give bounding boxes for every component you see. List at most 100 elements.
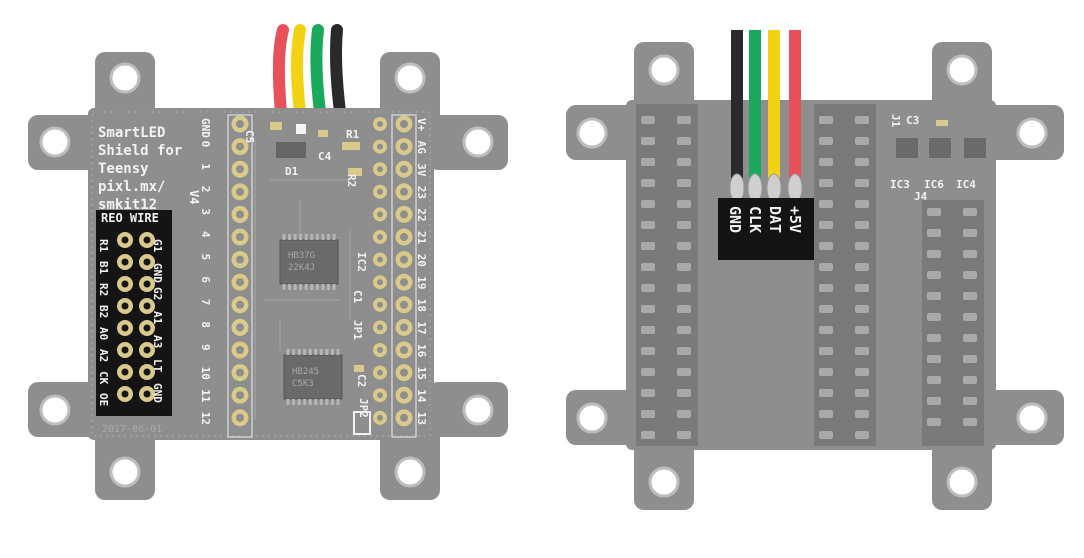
header-pin-pad <box>641 263 655 271</box>
teensy-pin-label: 9 <box>199 344 212 351</box>
header-pin-pad <box>855 137 869 145</box>
teensy-pin-label: 16 <box>415 344 428 358</box>
header-pin-pad <box>819 410 833 418</box>
label-j1: J1 <box>889 114 902 128</box>
header-pin-pad <box>819 263 833 271</box>
teensy-pin-label: 23 <box>415 186 428 199</box>
teensy-pin-label: 8 <box>199 321 212 328</box>
wire-pin-label-left: OE <box>97 393 110 406</box>
wire-pin-label-right: G1 <box>151 239 164 253</box>
teensy-pin-label: 6 <box>199 276 212 283</box>
header-pin-pad <box>963 334 977 342</box>
header-pin-pad <box>855 410 869 418</box>
wire-pin-label-right: A1 <box>151 311 164 325</box>
header-pin-pad <box>819 347 833 355</box>
header-pin-pad <box>819 431 833 439</box>
title-line-4: pixl.mx/ <box>98 179 165 195</box>
teensy-pin-label: 10 <box>199 367 212 380</box>
header-pin-pad <box>641 347 655 355</box>
header-pin-pad <box>677 305 691 313</box>
header-pin-pad <box>641 221 655 229</box>
teensy-header-left <box>231 115 249 427</box>
header-pin-pad <box>819 389 833 397</box>
header-pin-pad <box>677 242 691 250</box>
wire-pin-label-left: R2 <box>97 283 110 296</box>
header-pin-pad <box>927 355 941 363</box>
wire-pin-label-left: B1 <box>97 261 110 275</box>
version-label: V4 <box>187 190 201 204</box>
title-line-1: SmartLED <box>98 125 165 141</box>
wire-pin-label-right: A3 <box>151 335 164 348</box>
wire-label: DAT <box>766 206 784 233</box>
teensy-pin-label: 11 <box>199 389 212 403</box>
teensy-pin-label: 12 <box>199 412 212 425</box>
header-pin-pad <box>641 326 655 334</box>
header-pin-pad <box>641 389 655 397</box>
header-pin-pad <box>641 137 655 145</box>
teensy-pin-label: 1 <box>199 163 212 170</box>
header-pin-pad <box>641 305 655 313</box>
wire-label: CLK <box>746 206 764 233</box>
label-header: REO WIRE <box>101 211 159 225</box>
header-pin-pad <box>963 418 977 426</box>
header-pin-pad <box>677 326 691 334</box>
teensy-pin-label: 22 <box>415 208 428 221</box>
wire-pin-label-left: CK <box>97 371 110 385</box>
header-pin-pad <box>963 376 977 384</box>
right-ics <box>896 120 986 158</box>
wire-label-block <box>96 210 172 416</box>
date-code: 2017-06-01 <box>102 424 162 435</box>
wire-pin-label-right: G2 <box>151 287 164 300</box>
ic2-chip: HB37G 22K4J <box>279 234 339 290</box>
teensy-pin-label: AG <box>415 141 428 155</box>
label-c5: C5 <box>243 130 256 143</box>
header-pin-pad <box>963 250 977 258</box>
teensy-pin-label: 5 <box>199 254 212 261</box>
header-pin-pad <box>641 431 655 439</box>
teensy-pin-label: 21 <box>415 231 428 245</box>
header-pin-pad <box>855 431 869 439</box>
header-pin-pad <box>677 221 691 229</box>
header-pin-pad <box>819 242 833 250</box>
label-jp2: JP2 <box>357 398 370 418</box>
wire-pin-label-left: B2 <box>97 305 110 318</box>
label-ic2: IC2 <box>355 252 368 272</box>
header-pins <box>641 116 977 439</box>
header-pin-pad <box>677 158 691 166</box>
title-line-5: smkit12 <box>98 197 157 213</box>
header-pin-pad <box>855 221 869 229</box>
teensy-pin-label: 7 <box>199 299 212 306</box>
header-pin-pad <box>641 410 655 418</box>
header-pin-pad <box>963 208 977 216</box>
header-pin-pad <box>963 397 977 405</box>
label-jp1: JP1 <box>351 320 364 340</box>
wire-pin-label-left: A0 <box>97 327 110 340</box>
header-pin-pad <box>819 158 833 166</box>
header-pin-pad <box>855 179 869 187</box>
teensy-pin-label: 3V <box>415 163 428 177</box>
header-pin-pad <box>819 326 833 334</box>
teensy-pin-label: 4 <box>199 231 212 238</box>
header-pin-pad <box>677 200 691 208</box>
board-title: SmartLED Shield for Teensy pixl.mx/ smki… <box>98 125 201 213</box>
header-pin-pad <box>927 418 941 426</box>
label-d1: D1 <box>285 165 299 178</box>
header-pin-pad <box>927 397 941 405</box>
header-pin-pad <box>963 355 977 363</box>
teensy-pin-label: 17 <box>415 321 428 334</box>
header-pin-pad <box>677 431 691 439</box>
header-pin-pad <box>855 347 869 355</box>
header-pin-pad <box>927 292 941 300</box>
wire-yellow <box>291 24 306 118</box>
header-pin-pad <box>855 158 869 166</box>
header-pin-pad <box>855 305 869 313</box>
ribbon-cable-right <box>729 30 803 203</box>
ribbon-cable-left <box>272 24 346 118</box>
teensy-pin-label: 14 <box>415 389 428 403</box>
header-pin-pad <box>641 116 655 124</box>
header-pin-pad <box>641 368 655 376</box>
